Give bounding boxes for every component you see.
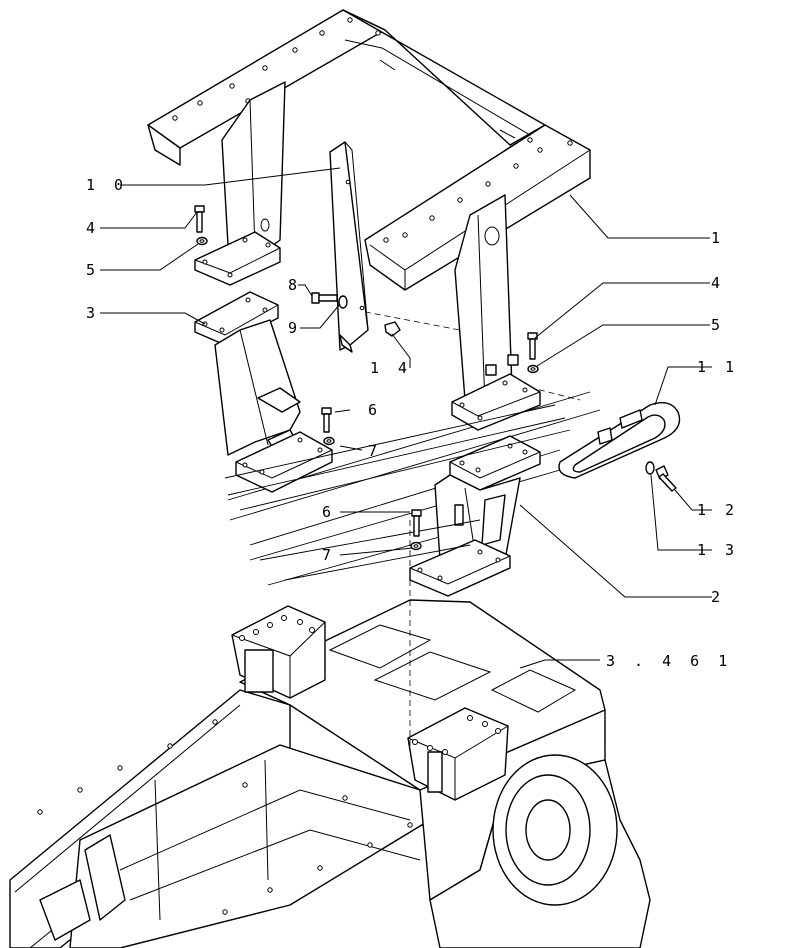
callout-11: 1 1 bbox=[697, 358, 739, 376]
callout-3: 3 bbox=[86, 304, 100, 322]
callout-5-right: 5 bbox=[711, 316, 725, 334]
callout-4-left: 4 bbox=[86, 219, 100, 237]
callout-14: 1 4 bbox=[370, 359, 412, 377]
callout-10: 1 0 bbox=[86, 176, 128, 194]
support-post-right bbox=[409, 435, 541, 597]
callout-2: 2 bbox=[711, 588, 725, 606]
callout-5-left: 5 bbox=[86, 261, 100, 279]
callout-4-right: 4 bbox=[711, 274, 725, 292]
support-post-left bbox=[194, 291, 333, 493]
callout-12: 1 2 bbox=[697, 501, 739, 519]
chassis-frame bbox=[9, 391, 651, 948]
rops-frame bbox=[147, 9, 591, 431]
callout-9: 9 bbox=[288, 319, 302, 337]
leader-lines bbox=[100, 167, 712, 669]
grab-handle bbox=[558, 402, 681, 479]
callout-6-lower: 6 bbox=[322, 503, 336, 521]
callout-3-461: 3 . 4 6 1 bbox=[606, 652, 732, 670]
callout-1: 1 bbox=[711, 229, 725, 247]
channel-bracket bbox=[329, 141, 369, 353]
callout-13: 1 3 bbox=[697, 541, 739, 559]
callout-7-upper: 7 bbox=[368, 442, 382, 460]
callout-labels: 1 0 4 5 3 8 9 1 4 1 4 5 1 1 6 7 6 7 1 2 … bbox=[86, 176, 739, 670]
callout-7-lower: 7 bbox=[322, 546, 336, 564]
callout-6-upper: 6 bbox=[368, 401, 382, 419]
callout-8: 8 bbox=[288, 276, 302, 294]
fasteners bbox=[194, 205, 677, 551]
